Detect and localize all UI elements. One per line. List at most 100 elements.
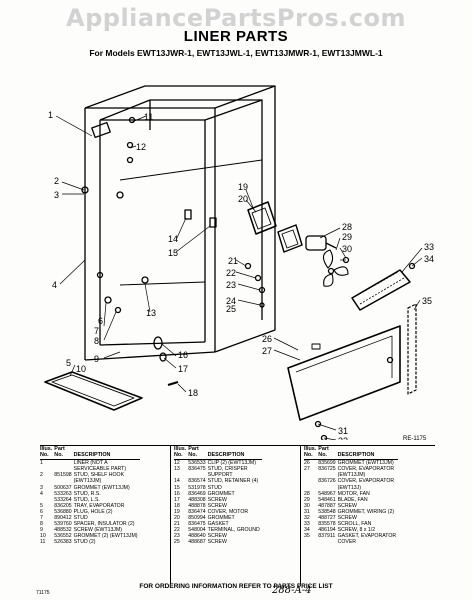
part-description: LINER (NOT A: [73, 460, 108, 467]
illus-no: 9: [40, 527, 43, 534]
part-no: 533263: [54, 490, 72, 497]
illus-header: Illus.No.: [40, 446, 55, 461]
part-no: 548461: [318, 496, 336, 503]
part-description: STUD: [207, 484, 222, 491]
part-no: 488532: [54, 527, 72, 534]
evaporator-tray: [44, 371, 143, 411]
part-no: 488727: [318, 515, 336, 522]
part-description: SCREW: [207, 539, 227, 546]
table-row: SUPPORT: [174, 472, 262, 478]
illus-no: 4: [40, 490, 43, 497]
illus-no: 21: [174, 521, 180, 528]
part-description: STUD: [73, 515, 88, 522]
callout-22: 22: [226, 268, 236, 278]
part-no: 531978: [188, 484, 206, 491]
part-description: GROMMET: [207, 490, 235, 497]
part-no: 836469: [188, 490, 206, 497]
part-no: 538548: [318, 508, 336, 515]
part-description: SCREW: [207, 502, 227, 509]
illus-no: 33: [304, 521, 310, 528]
liner-outline: [84, 85, 276, 361]
part-description: TRAY, EVAPORATOR: [73, 502, 125, 509]
callout-5: 5: [66, 358, 71, 368]
callout-3: 3: [54, 190, 59, 200]
table-row: COVER: [304, 539, 398, 545]
illus-no: 1: [40, 460, 43, 467]
callout-10: 10: [76, 364, 86, 374]
illus-no: 29: [304, 496, 310, 503]
callout-35: 35: [422, 296, 432, 306]
part-description: SCREW, 8 x 1/2: [337, 527, 376, 534]
part-no: 850994: [188, 515, 206, 522]
illus-no: 27: [304, 466, 310, 473]
part-no: 890412: [54, 515, 72, 522]
part-no: 836726: [318, 478, 336, 485]
part-no: 836475: [188, 466, 206, 473]
part-no: 836475: [188, 521, 206, 528]
callout-9: 9: [94, 354, 99, 364]
callout-28: 28: [342, 222, 352, 232]
callout-6: 6: [98, 316, 103, 326]
part-description: STUD, RETAINER (4): [207, 478, 259, 485]
illus-no: 15: [174, 484, 180, 491]
part-no: 836474: [188, 508, 206, 515]
description-header: DESCRIPTION: [73, 446, 140, 461]
callout-12: 12: [136, 142, 146, 152]
part-description: SPACER, INSULATOR (2): [73, 521, 135, 528]
callout-21: 21: [228, 256, 238, 266]
column-separator: [170, 446, 171, 584]
part-no: 548004: [188, 527, 206, 534]
illus-no: 32: [304, 515, 310, 522]
illus-no: 19: [174, 508, 180, 515]
part-description: MOTOR, FAN: [337, 490, 370, 497]
callout-26: 26: [262, 334, 272, 344]
illus-no: 5: [40, 502, 43, 509]
description-header: DESCRIPTION: [337, 446, 399, 461]
part-no: 533264: [54, 496, 72, 503]
callout-2: 2: [54, 176, 59, 186]
part-description: COVER, EVAPORATOR: [337, 466, 395, 473]
part-description: STUD, L.S.: [73, 496, 100, 503]
callout-11: 11: [144, 112, 153, 122]
part-description: GROMMET (EWT13JM): [337, 460, 394, 467]
part-description: SCREW: [337, 515, 357, 522]
part-description: SCREW: [337, 502, 357, 509]
illus-no: 31: [304, 508, 310, 515]
illus-no: 2: [40, 472, 43, 479]
callout-7: 7: [94, 326, 99, 336]
callout-18: 18: [188, 388, 198, 398]
part-description: CLIP (2) (EWT13JM): [207, 460, 256, 467]
table-row: (EWT13JM): [40, 478, 140, 484]
part-description: BLADE, FAN: [337, 496, 368, 503]
callout-15: 15: [168, 248, 178, 258]
part-description: GASKET, EVAPORATOR: [337, 533, 397, 540]
part-description: GROMMET: [207, 515, 235, 522]
illus-no: 3: [40, 484, 43, 491]
illus-no: 16: [174, 490, 180, 497]
part-description: PLUG, HOLE (2): [73, 508, 113, 515]
part-no: 488308: [188, 496, 206, 503]
illus-no: 22: [174, 527, 180, 534]
part-no: 835578: [318, 521, 336, 528]
fan-motor: [305, 235, 349, 287]
part-no: 526383: [54, 539, 72, 546]
callout-17: 17: [178, 364, 188, 374]
part-description: STUD (2): [73, 539, 96, 546]
illus-no: 26: [304, 460, 310, 467]
